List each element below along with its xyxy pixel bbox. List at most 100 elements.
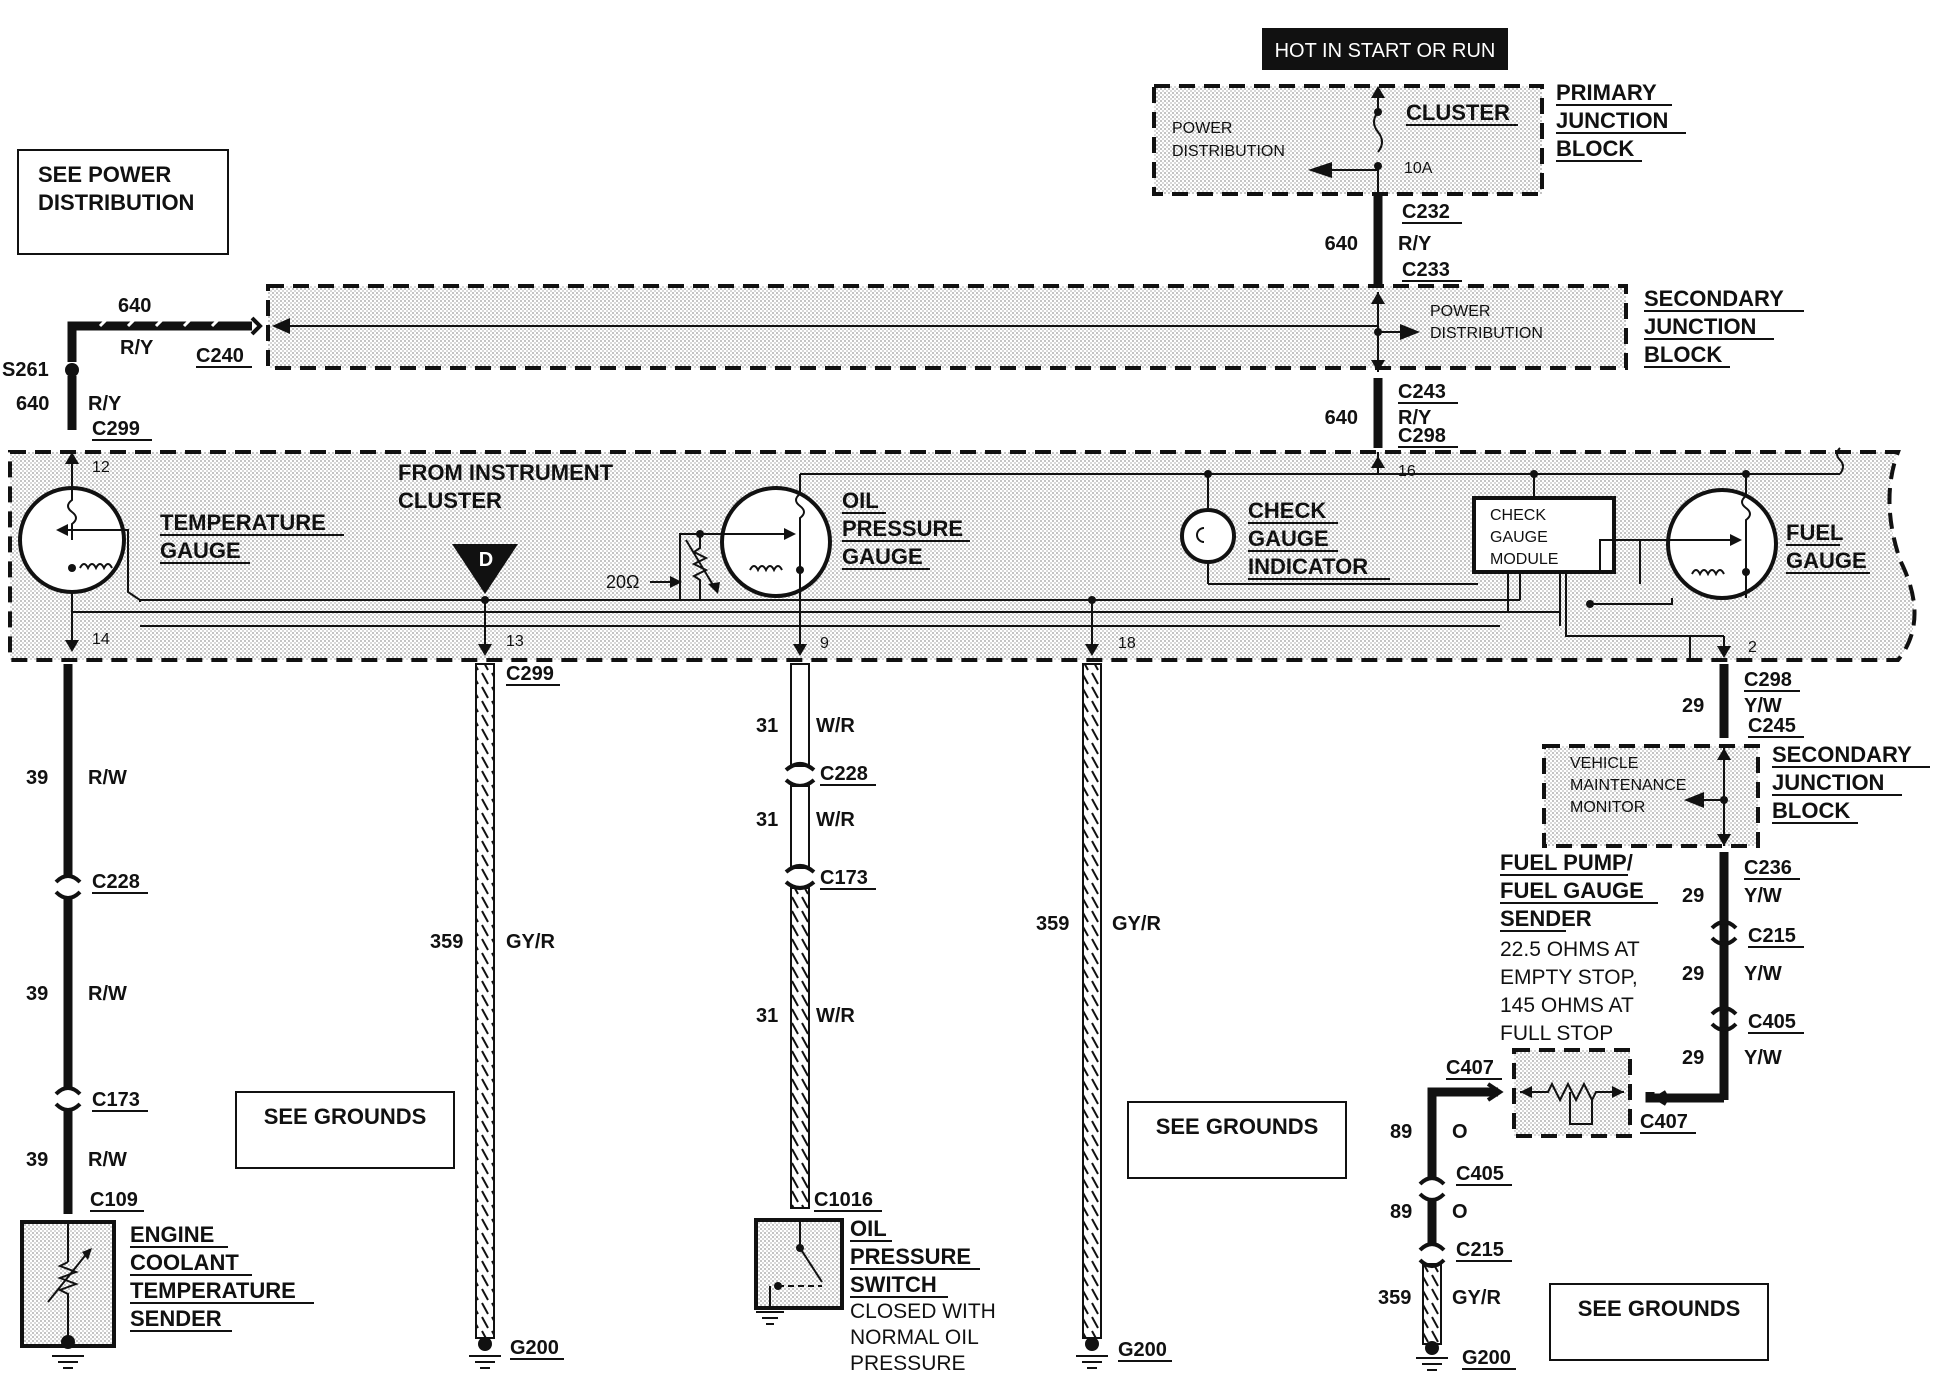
instrument-cluster: 16 12 14 TEMPERATURE GAUGE FROM <box>8 447 1917 662</box>
svg-text:PRESSURE: PRESSURE <box>842 516 963 541</box>
svg-text:R/Y: R/Y <box>88 393 122 415</box>
svg-text:C233: C233 <box>1402 259 1450 281</box>
wire-31-wr: 31 W/R C228 31 W/R C173 31 W/R C1016 <box>756 663 882 1212</box>
svg-text:EMPTY STOP,: EMPTY STOP, <box>1500 966 1638 989</box>
svg-text:C299: C299 <box>92 418 140 440</box>
svg-text:31: 31 <box>756 809 778 831</box>
svg-text:G200: G200 <box>1118 1339 1167 1361</box>
svg-text:640: 640 <box>118 295 151 317</box>
svg-text:FUEL PUMP/: FUEL PUMP/ <box>1500 850 1633 875</box>
svg-text:18: 18 <box>1118 635 1136 652</box>
svg-text:JUNCTION: JUNCTION <box>1772 770 1884 795</box>
svg-text:C173: C173 <box>92 1089 140 1111</box>
svg-text:640: 640 <box>1325 233 1358 255</box>
temperature-gauge: 12 14 TEMPERATURE GAUGE <box>18 452 344 652</box>
see-grounds-box-3: SEE GROUNDS <box>1549 1283 1769 1361</box>
svg-text:R/Y: R/Y <box>1398 407 1432 429</box>
svg-text:R/Y: R/Y <box>1398 233 1432 255</box>
svg-text:OIL: OIL <box>850 1216 887 1241</box>
wire-29-yw-upper: C298 29 Y/W C245 <box>1682 664 1804 738</box>
svg-text:W/R: W/R <box>816 1005 855 1027</box>
svg-text:640: 640 <box>16 393 49 415</box>
svg-text:359: 359 <box>430 931 463 953</box>
svg-text:CHECK: CHECK <box>1248 498 1326 523</box>
svg-text:INDICATOR: INDICATOR <box>1248 554 1368 579</box>
svg-text:HOT IN START OR RUN: HOT IN START OR RUN <box>1275 40 1496 62</box>
svg-text:G200: G200 <box>1462 1347 1511 1369</box>
svg-text:BLOCK: BLOCK <box>1556 136 1634 161</box>
svg-text:CLOSED WITH: CLOSED WITH <box>850 1300 996 1323</box>
svg-text:CHECK: CHECK <box>1490 507 1546 524</box>
svg-text:SECONDARY: SECONDARY <box>1644 286 1784 311</box>
svg-text:89: 89 <box>1390 1121 1412 1143</box>
wire-359-gyr-left: C299 359 GY/R G200 <box>430 663 564 1369</box>
svg-text:Y/W: Y/W <box>1744 1047 1782 1069</box>
svg-text:SEE GROUNDS: SEE GROUNDS <box>1578 1296 1741 1321</box>
svg-text:GY/R: GY/R <box>1112 913 1161 935</box>
svg-text:OIL: OIL <box>842 488 879 513</box>
svg-text:R/W: R/W <box>88 767 127 789</box>
svg-text:BLOCK: BLOCK <box>1644 342 1722 367</box>
svg-text:BLOCK: BLOCK <box>1772 798 1850 823</box>
svg-text:GY/R: GY/R <box>1452 1287 1501 1309</box>
svg-text:10A: 10A <box>1404 160 1433 177</box>
svg-text:C298: C298 <box>1398 425 1446 447</box>
secondary-junction-block-top: POWER DISTRIBUTION SECONDARY JUNCTION BL… <box>266 284 1804 372</box>
svg-text:FULL STOP: FULL STOP <box>1500 1022 1613 1045</box>
svg-text:C228: C228 <box>820 763 868 785</box>
svg-text:89: 89 <box>1390 1201 1412 1223</box>
svg-text:SENDER: SENDER <box>130 1306 222 1331</box>
svg-text:31: 31 <box>756 1005 778 1027</box>
svg-text:GAUGE: GAUGE <box>160 538 241 563</box>
oil-pressure-switch: OIL PRESSURE SWITCH CLOSED WITH NORMAL O… <box>754 1216 996 1375</box>
svg-text:JUNCTION: JUNCTION <box>1644 314 1756 339</box>
svg-text:MAINTENANCE: MAINTENANCE <box>1570 777 1686 794</box>
svg-text:W/R: W/R <box>816 809 855 831</box>
svg-text:16: 16 <box>1398 463 1416 480</box>
svg-text:SWITCH: SWITCH <box>850 1272 937 1297</box>
svg-text:JUNCTION: JUNCTION <box>1556 108 1668 133</box>
pin-18-branch: 18 <box>1085 596 1136 656</box>
svg-text:29: 29 <box>1682 963 1704 985</box>
primary-junction-block: POWER DISTRIBUTION CLUSTER 10A PRIMARY J… <box>1152 80 1686 196</box>
svg-text:POWER: POWER <box>1172 120 1232 137</box>
svg-text:145 OHMS AT: 145 OHMS AT <box>1500 994 1634 1017</box>
svg-text:C298: C298 <box>1744 669 1792 691</box>
svg-text:14: 14 <box>92 631 110 648</box>
svg-text:O: O <box>1452 1121 1468 1143</box>
svg-text:GAUGE: GAUGE <box>1786 548 1867 573</box>
svg-text:CLUSTER: CLUSTER <box>398 488 502 513</box>
svg-text:PRESSURE: PRESSURE <box>850 1352 966 1375</box>
oil-pressure-gauge: 20Ω 9 OIL PRESSURE GAUGE <box>606 474 970 656</box>
svg-text:VEHICLE: VEHICLE <box>1570 755 1638 772</box>
svg-text:FROM INSTRUMENT: FROM INSTRUMENT <box>398 460 614 485</box>
svg-text:C240: C240 <box>196 345 244 367</box>
svg-text:O: O <box>1452 1201 1468 1223</box>
svg-text:ENGINE: ENGINE <box>130 1222 214 1247</box>
svg-text:W/R: W/R <box>816 715 855 737</box>
svg-text:SEE GROUNDS: SEE GROUNDS <box>1156 1114 1319 1139</box>
svg-text:31: 31 <box>756 715 778 737</box>
svg-text:MODULE: MODULE <box>1490 551 1558 568</box>
svg-text:C405: C405 <box>1748 1011 1796 1033</box>
svg-text:C299: C299 <box>506 663 554 685</box>
svg-text:SEE POWER: SEE POWER <box>38 162 171 187</box>
svg-text:R/Y: R/Y <box>120 337 154 359</box>
svg-text:2: 2 <box>1748 639 1757 656</box>
svg-text:R/W: R/W <box>88 983 127 1005</box>
svg-text:C215: C215 <box>1456 1239 1504 1261</box>
engine-coolant-temperature-sender: ENGINE COOLANT TEMPERATURE SENDER <box>20 1220 314 1369</box>
svg-text:29: 29 <box>1682 1047 1704 1069</box>
svg-text:39: 39 <box>26 767 48 789</box>
svg-text:POWER: POWER <box>1430 303 1490 320</box>
wire-640-primary-to-secondary: 640 R/Y C232 C233 <box>1325 194 1462 292</box>
svg-text:359: 359 <box>1036 913 1069 935</box>
svg-text:C173: C173 <box>820 867 868 889</box>
svg-text:C215: C215 <box>1748 925 1796 947</box>
svg-text:NORMAL OIL: NORMAL OIL <box>850 1326 979 1349</box>
fuel-gauge: 2 FUEL GAUGE <box>1586 470 1870 658</box>
svg-text:GAUGE: GAUGE <box>842 544 923 569</box>
check-gauge-module: CHECK GAUGE MODULE <box>1472 470 1691 658</box>
svg-text:C407: C407 <box>1640 1111 1688 1133</box>
